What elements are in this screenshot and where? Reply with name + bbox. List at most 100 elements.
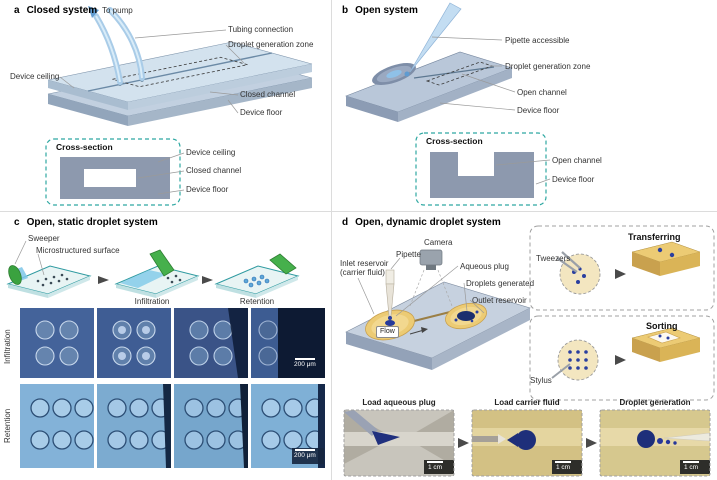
scale-bar-step3: 1 cm bbox=[683, 461, 699, 471]
photo-droplet-generation bbox=[599, 409, 711, 477]
transferring-title: Transferring bbox=[628, 232, 681, 242]
step-title-load-carrier-fluid: Load carrier fluid bbox=[494, 398, 560, 407]
schematic-device-3 bbox=[214, 253, 300, 298]
photo-load-aqueous-plug bbox=[343, 409, 455, 477]
label-droplets-generated: Droplets generated bbox=[466, 279, 535, 288]
scale-bar-line bbox=[555, 461, 571, 463]
cross-section-title: Cross-section bbox=[426, 136, 483, 146]
label-droplet-generation-zone: Droplet generation zone bbox=[505, 62, 591, 71]
scale-bar-line bbox=[294, 358, 315, 360]
label-open-channel: Open channel bbox=[517, 88, 567, 97]
horizontal-divider bbox=[0, 211, 717, 212]
device-ceiling-slab bbox=[47, 41, 313, 110]
row-label-retention: Retention bbox=[3, 408, 12, 443]
cross-section-diagram bbox=[415, 132, 551, 206]
label-tubing-connection: Tubing connection bbox=[228, 25, 294, 34]
yellow-block bbox=[631, 327, 701, 362]
panel-c-title-text: Open, static droplet system bbox=[26, 217, 158, 228]
cs-label-device-ceiling: Device ceiling bbox=[186, 148, 236, 157]
scale-bar-step1: 1 cm bbox=[427, 461, 443, 471]
label-device-floor: Device floor bbox=[517, 106, 560, 115]
cs-label-closed-channel: Closed channel bbox=[186, 166, 242, 175]
panel-b-tag: b bbox=[342, 5, 349, 16]
scale-bar-text: 1 cm bbox=[555, 464, 571, 471]
generated-droplets bbox=[457, 311, 475, 321]
scale-bar-text: 1 cm bbox=[427, 464, 443, 471]
panel-d-open-dynamic-droplet-system: d Open, dynamic droplet system Inlet rese… bbox=[332, 212, 717, 480]
panel-b-open-system: b Open system Pipette accessible Droplet … bbox=[332, 0, 717, 211]
sorting-box bbox=[529, 315, 715, 401]
scale-bar-text: 200 μm bbox=[294, 452, 316, 459]
cs-label-open-channel: Open channel bbox=[552, 156, 602, 165]
label-microstructured-surface: Microstructured surface bbox=[36, 246, 120, 255]
vertical-divider bbox=[331, 0, 332, 480]
label-tweezers: Tweezers bbox=[536, 254, 571, 263]
label-inlet-reservoir-carrier-fluid: (carrier fluid) bbox=[340, 268, 385, 277]
step-title-load-aqueous-plug: Load aqueous plug bbox=[362, 398, 436, 407]
micrograph-row-infiltration bbox=[20, 308, 325, 378]
panel-c-tag: c bbox=[14, 217, 20, 228]
label-device-floor: Device floor bbox=[240, 108, 283, 117]
panel-b-title-text: Open system bbox=[355, 5, 418, 16]
pipette-icon bbox=[385, 269, 395, 320]
panel-b-illustration bbox=[345, 2, 551, 206]
label-inlet-reservoir: Inlet reservoir bbox=[340, 259, 389, 268]
sweeper-icon bbox=[8, 265, 22, 285]
flow-label: Flow bbox=[376, 326, 399, 338]
step-arrow-icon bbox=[98, 276, 109, 284]
label-retention-step: Retention bbox=[239, 297, 275, 306]
panel-b-title: b Open system bbox=[342, 5, 418, 16]
label-device-ceiling: Device ceiling bbox=[10, 72, 60, 81]
step-title-droplet-generation: Droplet generation bbox=[619, 398, 691, 407]
droplet-generation-zone-outline bbox=[112, 56, 248, 88]
scale-bar-retention: 200 μm bbox=[294, 449, 316, 459]
schematic-device-1 bbox=[6, 265, 92, 298]
label-outlet-reservoir: Outlet reservoir bbox=[472, 296, 527, 305]
sweeper-icon bbox=[149, 249, 175, 277]
camera-icon bbox=[409, 249, 453, 307]
leader-lines bbox=[14, 240, 45, 276]
label-closed-channel: Closed channel bbox=[240, 90, 296, 99]
leader-lines bbox=[431, 36, 516, 111]
device-slab bbox=[345, 281, 531, 370]
photo-load-carrier-fluid bbox=[471, 409, 583, 477]
panel-d-title-text: Open, dynamic droplet system bbox=[355, 217, 501, 228]
label-camera: Camera bbox=[424, 238, 453, 247]
label-droplet-generation-zone: Droplet generation zone bbox=[228, 40, 314, 49]
panel-a-illustration bbox=[45, 6, 313, 206]
step-arrow-icon bbox=[615, 269, 626, 279]
label-stylus: Stylus bbox=[530, 376, 552, 385]
aqueous-plug bbox=[385, 320, 395, 326]
label-pipette-accessible: Pipette accessible bbox=[505, 36, 570, 45]
label-aqueous-plug: Aqueous plug bbox=[460, 262, 509, 271]
label-to-pump: To pump bbox=[102, 6, 133, 15]
step-arrow-icon bbox=[615, 355, 626, 365]
scale-bar-text: 1 cm bbox=[683, 464, 699, 471]
sweeper-icon bbox=[269, 253, 297, 275]
label-infiltration-step: Infiltration bbox=[134, 297, 170, 306]
scale-bar-step2: 1 cm bbox=[555, 461, 571, 471]
cross-section-diagram bbox=[45, 138, 185, 206]
cross-section-title: Cross-section bbox=[56, 142, 113, 152]
to-pump-arrow-icon bbox=[88, 6, 99, 18]
tubing-icon bbox=[88, 6, 145, 85]
panel-d-title: d Open, dynamic droplet system bbox=[342, 217, 501, 228]
step-arrow-icon bbox=[586, 438, 597, 448]
schematic-device-2 bbox=[114, 249, 200, 298]
micrograph-row-retention bbox=[20, 384, 325, 468]
step-arrow-icon bbox=[202, 276, 213, 284]
cs-label-device-floor: Device floor bbox=[186, 185, 229, 194]
scale-bar-line bbox=[427, 461, 443, 463]
transferring-box bbox=[529, 225, 715, 311]
scale-bar-line bbox=[294, 449, 315, 451]
scale-bar-text: 200 μm bbox=[294, 361, 316, 368]
sorting-title: Sorting bbox=[646, 321, 678, 331]
panel-c-title: c Open, static droplet system bbox=[14, 217, 158, 228]
label-pipette: Pipette bbox=[396, 250, 421, 259]
row-label-infiltration: Infiltration bbox=[3, 329, 12, 364]
panel-d-tag: d bbox=[342, 217, 349, 228]
cs-label-device-floor: Device floor bbox=[552, 175, 595, 184]
